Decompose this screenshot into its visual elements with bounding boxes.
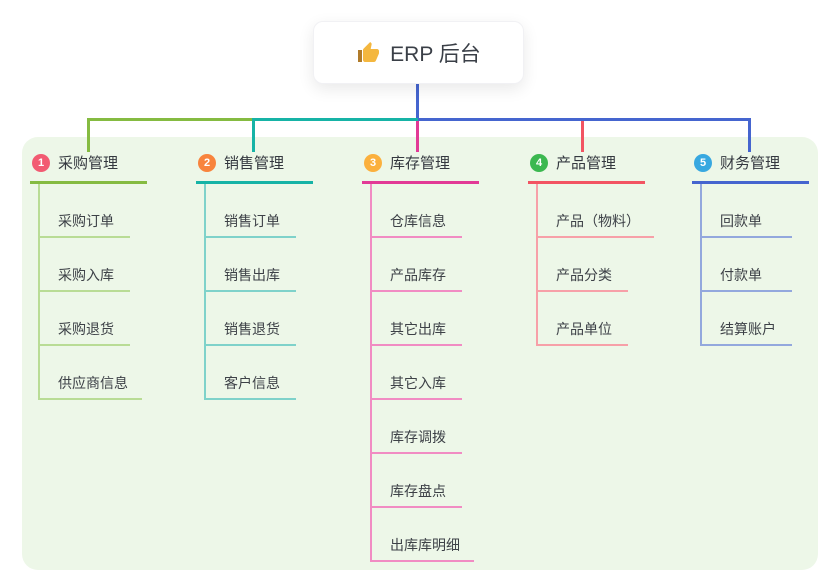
connector-horizontal-blue: [419, 118, 751, 121]
branch-title-inventory[interactable]: 3 库存管理: [362, 148, 479, 184]
child-node[interactable]: 采购入库: [40, 238, 190, 292]
child-node[interactable]: 库存盘点: [372, 454, 522, 508]
branch-label: 财务管理: [720, 155, 781, 172]
child-label: 产品分类: [538, 265, 628, 292]
branch-inventory: 3 库存管理 仓库信息 产品库存 其它出库 其它入库 库存调拨 库存盘点 出库库…: [362, 148, 522, 562]
child-label: 产品单位: [538, 319, 628, 346]
child-label: 付款单: [702, 265, 792, 292]
connector-horizontal-green: [87, 118, 254, 121]
mindmap-panel: [22, 137, 818, 570]
child-label: 库存盘点: [372, 481, 462, 508]
branch-title-sales[interactable]: 2 销售管理: [196, 148, 313, 184]
child-node[interactable]: 采购订单: [40, 184, 190, 238]
branch-label: 销售管理: [224, 155, 285, 172]
root-label: ERP 后台: [390, 42, 481, 66]
child-label: 出库库明细: [372, 535, 474, 562]
connector-drop-branch-3: [416, 121, 419, 152]
child-node[interactable]: 其它出库: [372, 292, 522, 346]
connector-horizontal-teal: [254, 118, 418, 121]
branch-sales: 2 销售管理 销售订单 销售出库 销售退货 客户信息: [196, 148, 356, 400]
child-node[interactable]: 销售退货: [206, 292, 356, 346]
branch-label: 产品管理: [556, 155, 617, 172]
child-node[interactable]: 销售出库: [206, 238, 356, 292]
connector-drop-branch-2: [252, 118, 255, 152]
child-label: 仓库信息: [372, 211, 462, 238]
child-node[interactable]: 产品分类: [538, 238, 688, 292]
child-label: 产品（物料）: [538, 211, 654, 238]
branch-number-badge: 5: [694, 153, 712, 172]
branch-label: 采购管理: [58, 155, 119, 172]
branch-product: 4 产品管理 产品（物料） 产品分类 产品单位: [528, 148, 688, 346]
child-label: 其它入库: [372, 373, 462, 400]
child-label: 采购订单: [40, 211, 130, 238]
connector-root-stem: [416, 84, 419, 121]
branch-number-badge: 4: [530, 153, 548, 172]
child-label: 回款单: [702, 211, 792, 238]
branch-finance: 5 财务管理 回款单 付款单 结算账户: [692, 148, 839, 346]
child-node[interactable]: 采购退货: [40, 292, 190, 346]
child-label: 采购退货: [40, 319, 130, 346]
child-label: 采购入库: [40, 265, 130, 292]
branch-number-badge: 1: [32, 153, 50, 172]
child-label: 销售出库: [206, 265, 296, 292]
connector-drop-branch-5: [748, 118, 751, 152]
child-node[interactable]: 其它入库: [372, 346, 522, 400]
branch-purchase: 1 采购管理 采购订单 采购入库 采购退货 供应商信息: [30, 148, 190, 400]
child-node[interactable]: 产品（物料）: [538, 184, 688, 238]
branch-children: 回款单 付款单 结算账户: [700, 184, 839, 346]
child-node[interactable]: 回款单: [702, 184, 839, 238]
root-node[interactable]: ERP 后台: [313, 21, 524, 84]
child-label: 其它出库: [372, 319, 462, 346]
child-label: 供应商信息: [40, 373, 142, 400]
branch-title-product[interactable]: 4 产品管理: [528, 148, 645, 184]
child-label: 产品库存: [372, 265, 462, 292]
child-node[interactable]: 供应商信息: [40, 346, 190, 400]
connector-drop-branch-1: [87, 118, 90, 152]
child-node[interactable]: 出库库明细: [372, 508, 522, 562]
child-label: 客户信息: [206, 373, 296, 400]
child-node[interactable]: 产品库存: [372, 238, 522, 292]
child-label: 销售退货: [206, 319, 296, 346]
child-node[interactable]: 仓库信息: [372, 184, 522, 238]
branch-title-finance[interactable]: 5 财务管理: [692, 148, 809, 184]
child-node[interactable]: 付款单: [702, 238, 839, 292]
branch-label: 库存管理: [390, 155, 451, 172]
child-node[interactable]: 客户信息: [206, 346, 356, 400]
branch-children: 仓库信息 产品库存 其它出库 其它入库 库存调拨 库存盘点 出库库明细: [370, 184, 522, 562]
branch-children: 采购订单 采购入库 采购退货 供应商信息: [38, 184, 190, 400]
child-label: 销售订单: [206, 211, 296, 238]
branch-number-badge: 3: [364, 153, 382, 172]
thumbs-up-icon: [356, 41, 380, 65]
branch-title-purchase[interactable]: 1 采购管理: [30, 148, 147, 184]
connector-drop-branch-4: [581, 121, 584, 152]
child-label: 结算账户: [702, 319, 792, 346]
child-node[interactable]: 产品单位: [538, 292, 688, 346]
child-node[interactable]: 销售订单: [206, 184, 356, 238]
branch-number-badge: 2: [198, 153, 216, 172]
branch-children: 销售订单 销售出库 销售退货 客户信息: [204, 184, 356, 400]
child-node[interactable]: 库存调拨: [372, 400, 522, 454]
branch-children: 产品（物料） 产品分类 产品单位: [536, 184, 688, 346]
child-node[interactable]: 结算账户: [702, 292, 839, 346]
child-label: 库存调拨: [372, 427, 462, 454]
